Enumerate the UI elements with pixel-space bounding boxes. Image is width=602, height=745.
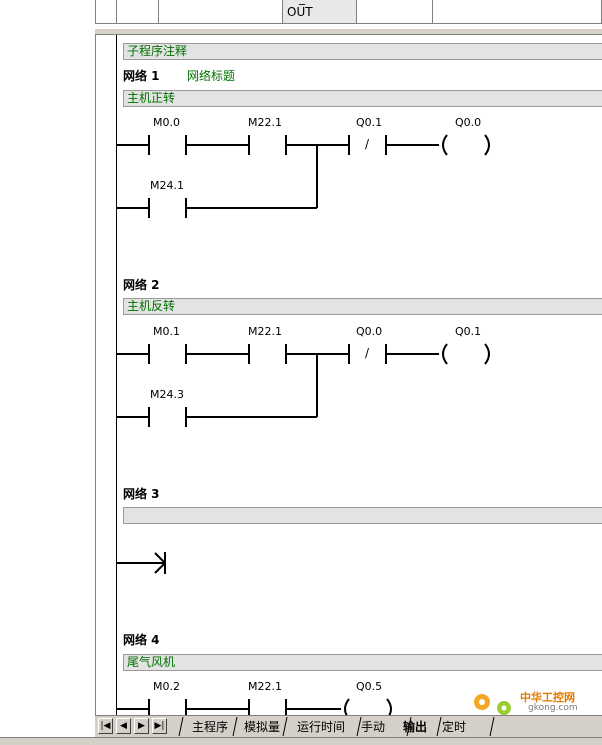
network-3-comment[interactable]: [123, 507, 602, 524]
last-tab-button[interactable]: ▶|: [152, 718, 167, 734]
coil-label: Q0.1: [455, 325, 482, 338]
tab-bar: |◀ ◀ ▶ ▶| 主程序 模拟量 运行时间 手动 输出 定时: [95, 715, 602, 737]
vt-type-cell[interactable]: _ OUT: [283, 0, 357, 24]
vt-cell[interactable]: [117, 0, 159, 24]
ladder-diagram: [117, 134, 490, 715]
contact-label: M0.0: [153, 116, 180, 129]
negation-label: /: [365, 137, 370, 151]
contact-label: M22.1: [248, 680, 282, 693]
watermark-url: gkong.com: [528, 703, 578, 713]
network-3-rung: [117, 552, 166, 574]
network-4-comment[interactable]: 尾气风机: [123, 654, 602, 671]
program-comment[interactable]: 子程序注释: [123, 43, 602, 60]
prev-tab-button[interactable]: ◀: [116, 718, 131, 734]
coil-label: Q0.5: [356, 680, 383, 693]
coil-q0-1: [442, 343, 448, 365]
vt-comment-cell[interactable]: [433, 0, 602, 24]
tab-analog[interactable]: 模拟量: [244, 720, 281, 734]
vt-name-cell[interactable]: [159, 0, 283, 24]
contact-label: M22.1: [248, 325, 282, 338]
watermark-logo: 中华工控网 gkong.com: [468, 688, 596, 716]
contact-label: M0.2: [153, 680, 180, 693]
network-2-comment[interactable]: 主机反转: [123, 298, 602, 315]
contact-label: Q0.1: [356, 116, 383, 129]
tab-manual[interactable]: 手动: [361, 720, 386, 734]
pane-splitter[interactable]: [95, 28, 602, 35]
network-1-rung: [117, 134, 490, 218]
variable-table: _ OUT: [95, 0, 602, 28]
vt-top-value: _: [299, 0, 305, 10]
network-gutter: [95, 35, 117, 715]
ladder-editor[interactable]: 子程序注释 网络 1 网络标题 主机正转 网络 2 主机反转 网络 3 网络 4…: [117, 35, 602, 715]
network-2-title: 网络 2: [123, 278, 160, 292]
vt-type-value: OUT: [287, 5, 313, 19]
tab-timer[interactable]: 定时: [442, 720, 467, 734]
coil-q0-0: [442, 134, 448, 156]
network-4-title: 网络 4: [123, 633, 160, 647]
tab-output[interactable]: 输出: [403, 720, 428, 734]
next-tab-button[interactable]: ▶: [134, 718, 149, 734]
network-4-rung: [117, 698, 392, 715]
tab-outlines: [178, 716, 495, 737]
contact-label: M22.1: [248, 116, 282, 129]
first-tab-button[interactable]: |◀: [98, 718, 113, 734]
network-2-rung: [117, 343, 490, 427]
contact-label: M24.1: [150, 179, 184, 192]
network-1-title: 网络 1: [123, 69, 160, 83]
gear-icon: [474, 694, 511, 715]
status-strip: [0, 737, 602, 745]
contact-label: Q0.0: [356, 325, 383, 338]
network-3-title: 网络 3: [123, 487, 160, 501]
network-1-subtitle[interactable]: 网络标题: [187, 69, 236, 83]
negation-label: /: [365, 346, 370, 360]
watermark-title: 中华工控网: [520, 691, 575, 704]
coil-q0-5: [344, 698, 350, 715]
tab-main[interactable]: 主程序: [192, 720, 229, 734]
vt-row-header[interactable]: [95, 0, 117, 24]
coil-label: Q0.0: [455, 116, 482, 129]
contact-label: M0.1: [153, 325, 180, 338]
tab-runtime[interactable]: 运行时间: [297, 720, 346, 734]
network-1-comment[interactable]: 主机正转: [123, 90, 602, 107]
contact-label: M24.3: [150, 388, 184, 401]
vt-data-cell[interactable]: [357, 0, 433, 24]
